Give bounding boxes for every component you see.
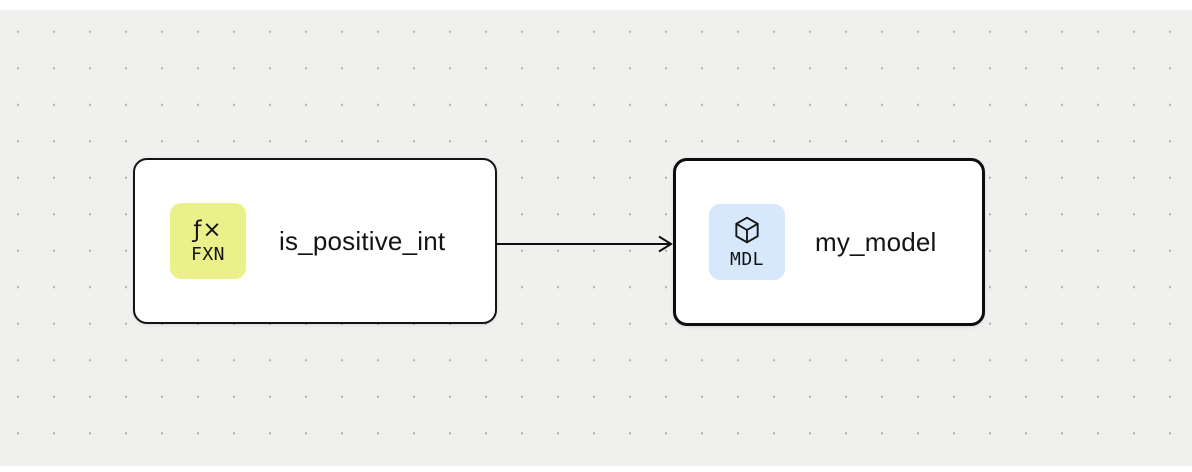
function-type-badge: ƒ× FXN bbox=[170, 203, 246, 279]
top-panel-edge bbox=[0, 0, 1192, 10]
model-badge-label: MDL bbox=[729, 248, 764, 270]
node-is-positive-int[interactable]: ƒ× FXN is_positive_int bbox=[133, 158, 497, 324]
model-type-badge: MDL bbox=[709, 204, 785, 280]
node-label: is_positive_int bbox=[279, 225, 446, 256]
function-badge-label: FXN bbox=[190, 243, 225, 265]
function-icon: ƒ× bbox=[193, 216, 223, 243]
edge-arrow[interactable] bbox=[497, 235, 673, 253]
bottom-panel-edge bbox=[0, 466, 1192, 472]
node-label: my_model bbox=[815, 226, 937, 257]
cube-icon bbox=[735, 216, 759, 243]
node-my-model[interactable]: MDL my_model bbox=[673, 158, 985, 326]
